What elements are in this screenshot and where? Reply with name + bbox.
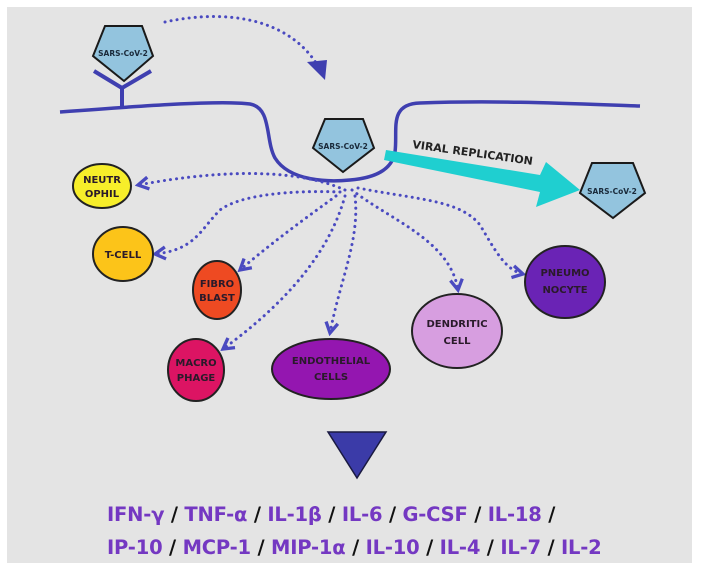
cell-t-cell: T-CELL: [92, 226, 154, 282]
cytokine-label: IL-10: [365, 536, 420, 559]
cell-label: ENDOTHELIAL: [292, 356, 371, 367]
cell-dendritic: DENDRITIC CELL: [411, 293, 503, 369]
virus-label: SARS-CoV-2: [587, 187, 637, 196]
virus-pentagon-icon: [91, 25, 155, 83]
separator: /: [253, 503, 261, 526]
virus-label: SARS-CoV-2: [98, 49, 148, 58]
cytokine-label: IL-1β: [267, 503, 322, 526]
cytokine-label: IL-4: [439, 536, 481, 559]
cell-label: PNEUMO: [540, 268, 589, 279]
cytokine-label: IL-2: [561, 536, 602, 559]
virus-entering: SARS-CoV-2: [311, 118, 376, 174]
separator: /: [257, 536, 265, 559]
cell-label: BLAST: [199, 293, 235, 304]
cell-macrophage: MACRO PHAGE: [167, 338, 225, 402]
arrow-to-endothelial: [330, 194, 358, 333]
arrow-to-dendritic: [350, 188, 458, 290]
separator: /: [547, 536, 555, 559]
cytokine-list-line-2: IP-10 / MCP-1 / MIP-1α / IL-10 / IL-4 / …: [107, 536, 602, 559]
cytokine-label: IL-18: [487, 503, 542, 526]
cell-pneumocyte: PNEUMO NOCYTE: [524, 245, 606, 319]
cytokine-label: MIP-1α: [271, 536, 346, 559]
cell-label: DENDRITIC: [426, 319, 487, 330]
cell-label: NEUTR: [83, 175, 121, 186]
separator: /: [548, 503, 556, 526]
cytokine-label: IP-10: [107, 536, 163, 559]
arrow-to-pneumocyte: [356, 186, 523, 274]
virus-pentagon-icon: [578, 162, 647, 220]
virus-outside: SARS-CoV-2: [91, 25, 155, 83]
cytokine-label: IL-6: [341, 503, 383, 526]
cytokine-list-line-1: IFN-γ / TNF-α / IL-1β / IL-6 / G-CSF / I…: [107, 503, 555, 526]
arrow-to-macrophage: [223, 194, 347, 349]
entry-arrow: [163, 15, 320, 68]
cell-endothelial: ENDOTHELIAL CELLS: [271, 338, 391, 400]
separator: /: [170, 503, 178, 526]
cell-fibroblast: FIBRO BLAST: [192, 260, 242, 320]
separator: /: [474, 503, 482, 526]
cytokine-label: TNF-α: [184, 503, 248, 526]
separator: /: [352, 536, 360, 559]
cell-label: PHAGE: [177, 373, 216, 384]
cell-neutrophil: NEUTR OPHIL: [72, 163, 132, 209]
arrow-to-t-cell: [155, 190, 342, 254]
cytokine-label: IL-7: [500, 536, 541, 559]
cell-label: FIBRO: [200, 279, 234, 290]
cell-label: MACRO: [175, 358, 216, 369]
virus-pentagon-icon: [311, 118, 376, 174]
arrow-to-neutrophil: [138, 172, 347, 192]
cell-label: T-CELL: [105, 250, 142, 261]
virus-replicated: SARS-CoV-2: [578, 162, 647, 220]
cytokine-label: MCP-1: [182, 536, 252, 559]
cell-label: NOCYTE: [542, 285, 587, 296]
receptor-icon: [92, 69, 153, 107]
separator: /: [388, 503, 396, 526]
cytokine-label: G-CSF: [402, 503, 468, 526]
entry-arrowhead-icon: [307, 60, 327, 80]
virus-label: SARS-CoV-2: [318, 142, 368, 151]
replication-arrow: [384, 150, 580, 207]
separator: /: [169, 536, 176, 559]
separator: /: [328, 503, 336, 526]
cytokine-label: IFN-γ: [107, 503, 165, 526]
down-triangle-icon: [326, 431, 388, 480]
cell-label: OPHIL: [85, 189, 120, 200]
cell-membrane: [59, 100, 641, 183]
separator: /: [426, 536, 434, 559]
cell-label: CELL: [444, 336, 472, 347]
arrow-to-fibroblast: [240, 194, 338, 270]
separator: /: [486, 536, 494, 559]
cell-label: CELLS: [314, 372, 348, 383]
